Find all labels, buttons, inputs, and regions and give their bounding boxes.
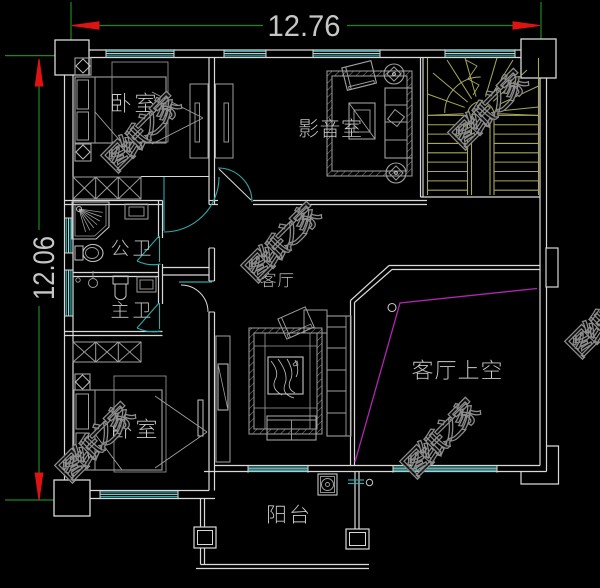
svg-text:12.06: 12.06: [28, 236, 61, 300]
svg-text:12.76: 12.76: [267, 10, 340, 43]
